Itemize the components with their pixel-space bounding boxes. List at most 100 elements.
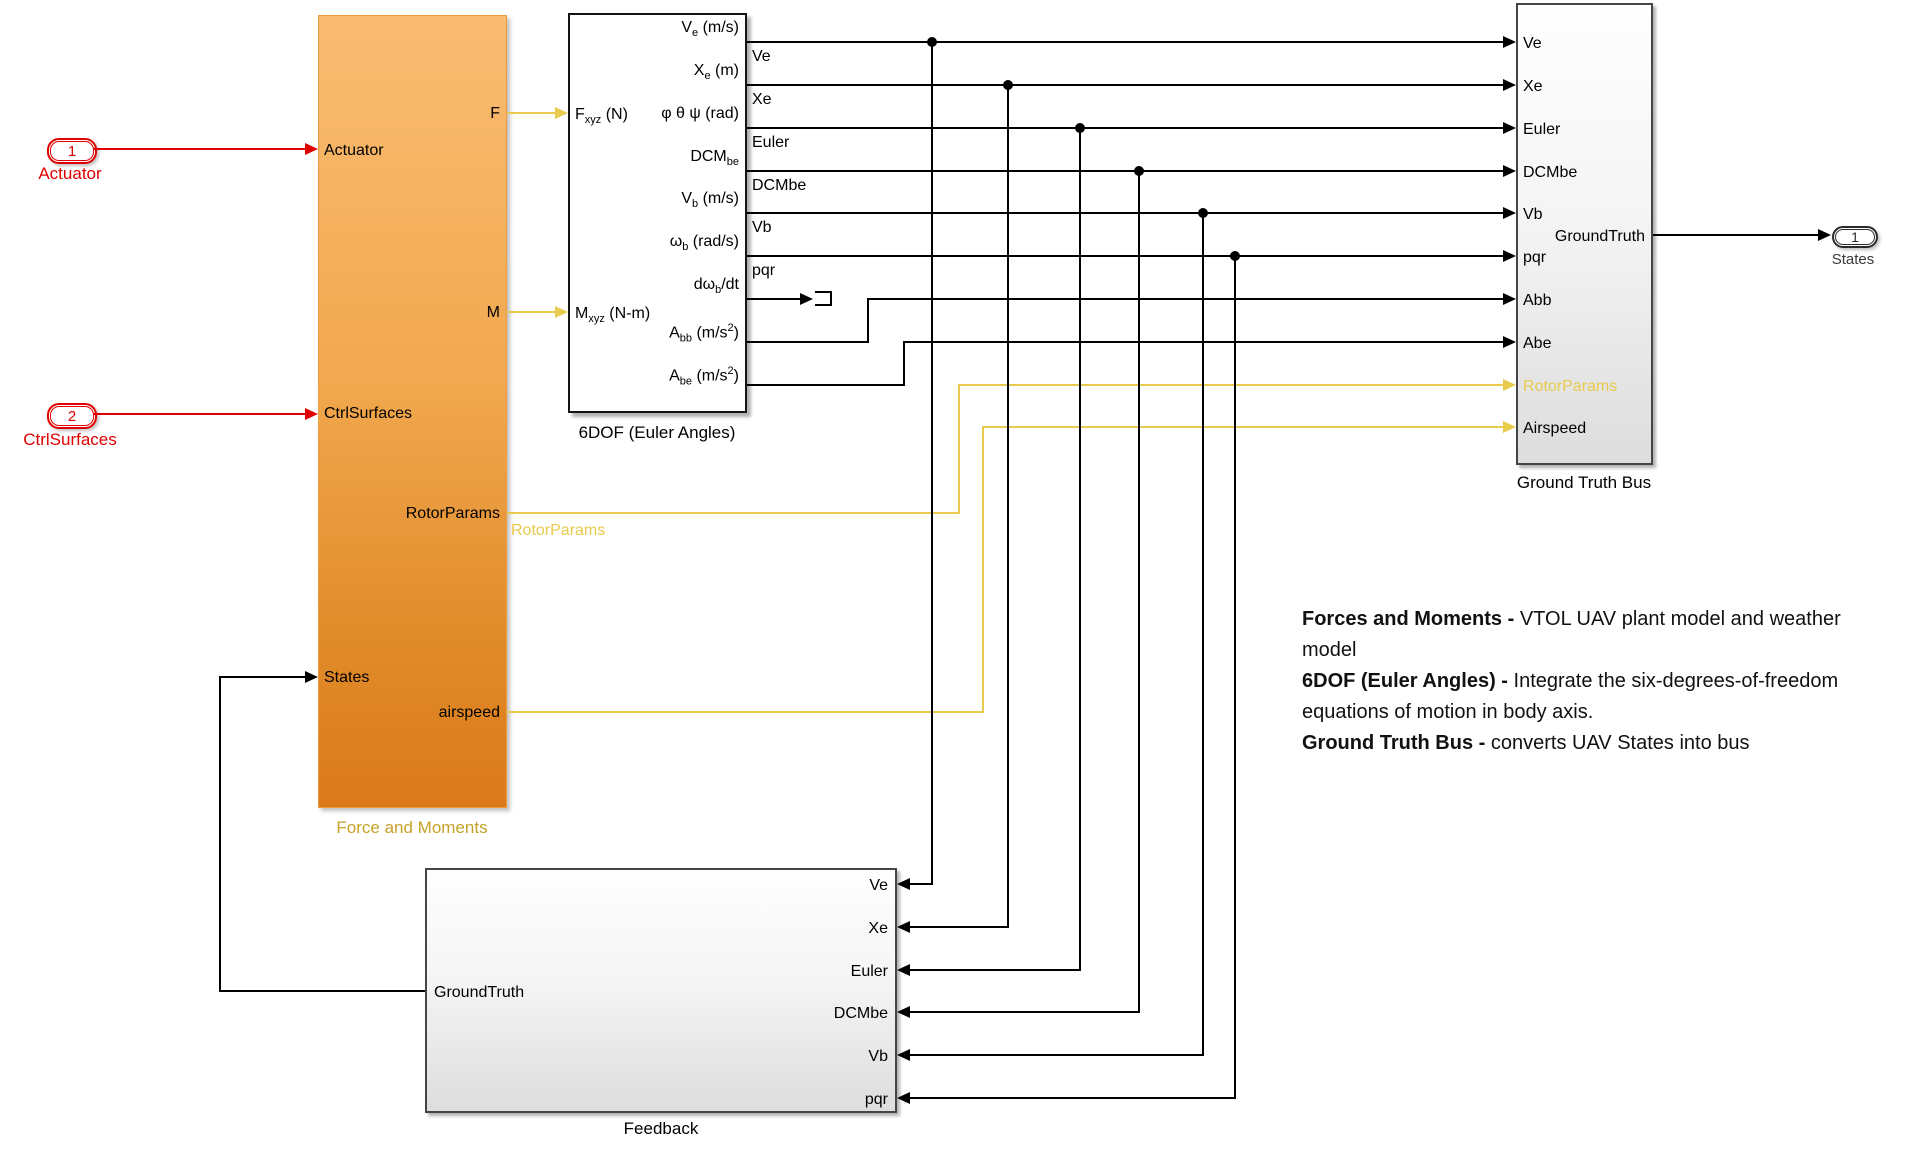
sixdof-port-wb: ωb (rad/s) <box>669 233 739 254</box>
branch-ve[interactable] <box>931 41 933 885</box>
arrow-fb-dcmbe <box>897 1006 910 1018</box>
line-abb-b[interactable] <box>867 298 1505 300</box>
line-airspeed-a[interactable] <box>507 711 984 713</box>
sixdof-port-euler: φ θ ψ (rad) <box>661 105 739 122</box>
gtb-port-rotorparams: RotorParams <box>1523 378 1618 395</box>
signal-label-xe[interactable]: Xe <box>752 91 772 108</box>
outport-1-label[interactable]: States <box>1831 251 1875 268</box>
annotation-bold-1: Forces and Moments - <box>1302 608 1515 630</box>
annotation-text-2: Integrate the six-degrees-of-freedom equ… <box>1302 670 1839 723</box>
sixdof-port-ve: Ve (m/s) <box>681 19 739 40</box>
fb-port-pqr: pqr <box>864 1091 888 1108</box>
inport-2-inner-ring <box>50 406 94 426</box>
sixdof-port-abb: Abb (m/s2) <box>669 322 739 345</box>
line-loop-riser[interactable] <box>219 676 221 992</box>
gtb-port-abe: Abe <box>1523 335 1552 352</box>
annotation-text[interactable]: Forces and Moments - VTOL UAV plant mode… <box>1302 604 1847 759</box>
sixdof-euler-angles-block[interactable]: Fxyz (N) Mxyz (N-m) Ve (m/s) Xe (m) φ θ … <box>568 13 747 413</box>
arrow-gtb-xe <box>1503 79 1516 91</box>
arrow-m <box>555 306 568 318</box>
line-rotorparams-b[interactable] <box>958 384 1505 386</box>
line-fb-vb[interactable] <box>909 1054 1204 1056</box>
inport-1-number: 1 <box>67 142 77 160</box>
feedback-block[interactable]: Ve Xe Euler DCMbe Vb pqr GroundTruth <box>425 868 897 1113</box>
inport-1-label[interactable]: Actuator <box>38 164 102 183</box>
sixdof-block-label[interactable]: 6DOF (Euler Angles) <box>578 423 736 442</box>
branch-dot-vb <box>1198 208 1208 218</box>
arrow-gtb-euler <box>1503 122 1516 134</box>
outport-1-states[interactable]: 1 <box>1832 226 1878 248</box>
gtb-port-pqr: pqr <box>1523 249 1547 266</box>
line-abe-a[interactable] <box>747 384 905 386</box>
line-abb-riser[interactable] <box>867 298 869 343</box>
force-and-moments-block[interactable]: Actuator CtrlSurfaces States F M RotorPa… <box>318 15 507 808</box>
arrow-fb-euler <box>897 964 910 976</box>
line-loop-top[interactable] <box>219 676 307 678</box>
sixdof-port-mxyz: Mxyz (N-m) <box>575 305 651 326</box>
line-fb-xe[interactable] <box>909 926 1009 928</box>
line-actuator[interactable] <box>93 148 307 150</box>
branch-euler[interactable] <box>1079 127 1081 971</box>
line-euler[interactable] <box>747 127 1505 129</box>
arrow-gtb-abe <box>1503 336 1516 348</box>
inport-2-label[interactable]: CtrlSurfaces <box>23 430 117 449</box>
annotation-text-3: converts UAV States into bus <box>1485 732 1750 754</box>
arrow-f <box>555 107 568 119</box>
fb-port-xe: Xe <box>868 920 888 937</box>
signal-label-rotorparams[interactable]: RotorParams <box>511 522 606 539</box>
line-airspeed-b[interactable] <box>982 426 1505 428</box>
arrow-gtb-pqr <box>1503 250 1516 262</box>
fm-port-ctrlsurfaces: CtrlSurfaces <box>324 405 413 422</box>
line-airspeed-riser[interactable] <box>982 426 984 713</box>
gtb-port-xe: Xe <box>1523 78 1543 95</box>
signal-label-dcmbe[interactable]: DCMbe <box>752 177 807 194</box>
line-xe[interactable] <box>747 84 1505 86</box>
line-vb[interactable] <box>747 212 1505 214</box>
line-groundtruth-out[interactable] <box>1653 234 1819 236</box>
arrow-actuator <box>305 143 318 155</box>
signal-label-vb[interactable]: Vb <box>752 219 772 236</box>
inport-2-ctrlsurfaces[interactable]: 2 <box>47 403 97 429</box>
line-abe-b[interactable] <box>903 341 1505 343</box>
line-ve[interactable] <box>747 41 1505 43</box>
arrow-gtb-airspeed <box>1503 421 1516 433</box>
outport-1-number: 1 <box>1851 229 1859 245</box>
line-ctrlsurfaces[interactable] <box>93 413 307 415</box>
line-abb-a[interactable] <box>747 341 869 343</box>
line-fb-euler[interactable] <box>909 969 1081 971</box>
line-rotorparams-riser[interactable] <box>958 384 960 514</box>
line-m[interactable] <box>507 311 557 313</box>
line-loop-bottom[interactable] <box>219 990 425 992</box>
branch-dcmbe[interactable] <box>1138 170 1140 1013</box>
arrow-ctrlsurfaces <box>305 408 318 420</box>
ground-truth-bus-block[interactable]: Ve Xe Euler DCMbe Vb pqr Abb Abe RotorPa… <box>1516 3 1653 465</box>
line-fb-pqr[interactable] <box>909 1097 1236 1099</box>
branch-pqr[interactable] <box>1234 255 1236 1099</box>
fb-port-ve: Ve <box>869 877 888 894</box>
line-dcmbe[interactable] <box>747 170 1505 172</box>
line-fb-ve[interactable] <box>909 883 933 885</box>
arrow-gtb-vb <box>1503 207 1516 219</box>
signal-label-pqr[interactable]: pqr <box>752 262 776 279</box>
line-dwbdt[interactable] <box>747 298 801 300</box>
branch-xe[interactable] <box>1007 84 1009 928</box>
signal-label-ve[interactable]: Ve <box>752 48 771 65</box>
sixdof-port-vb: Vb (m/s) <box>681 190 739 211</box>
arrow-gtb-abb <box>1503 293 1516 305</box>
inport-1-actuator[interactable]: 1 <box>47 138 97 164</box>
sixdof-port-dcmbe: DCMbe <box>690 148 739 169</box>
line-fb-dcmbe[interactable] <box>909 1011 1140 1013</box>
line-rotorparams-a[interactable] <box>507 512 960 514</box>
line-abe-riser[interactable] <box>903 341 905 386</box>
ground-truth-bus-label[interactable]: Ground Truth Bus <box>1516 473 1652 492</box>
arrow-gtb-dcmbe <box>1503 165 1516 177</box>
sixdof-port-fxyz: Fxyz (N) <box>575 106 628 127</box>
line-f[interactable] <box>507 112 557 114</box>
outport-1-inner-ring <box>1835 229 1875 245</box>
line-pqr[interactable] <box>747 255 1505 257</box>
force-and-moments-label[interactable]: Force and Moments <box>336 818 488 837</box>
signal-label-euler[interactable]: Euler <box>752 134 790 151</box>
feedback-block-label[interactable]: Feedback <box>623 1119 699 1138</box>
branch-vb[interactable] <box>1202 212 1204 1056</box>
